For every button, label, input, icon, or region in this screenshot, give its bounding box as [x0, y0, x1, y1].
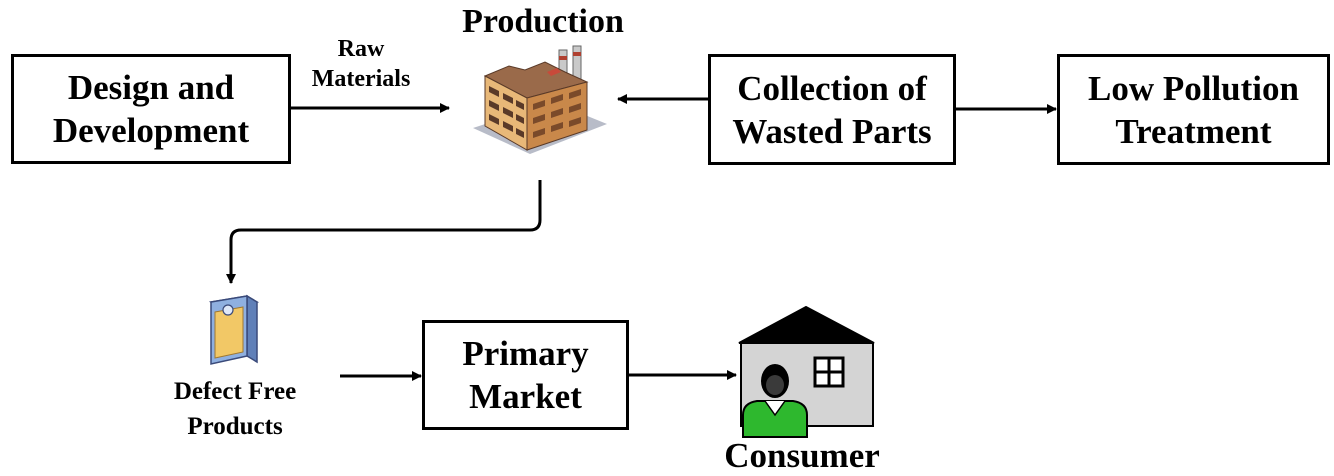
- low-pollution-treatment-box: Low Pollution Treatment: [1057, 54, 1330, 165]
- collection-wasted-parts-box: Collection of Wasted Parts: [708, 54, 956, 165]
- factory-icon: [473, 45, 607, 154]
- consumer-person-icon: [742, 364, 808, 438]
- design-line-1: Design and: [67, 68, 235, 107]
- production-label: Production: [462, 3, 624, 40]
- arrow-production-to-products: [226, 180, 542, 284]
- raw-materials-line-2: Materials: [311, 66, 411, 92]
- primary-market-box: Primary Market: [422, 320, 629, 430]
- design-line-2: Development: [52, 111, 250, 150]
- collection-line-2: Wasted Parts: [732, 111, 932, 151]
- market-line-1: Primary: [462, 334, 589, 373]
- treatment-line-2: Treatment: [1115, 111, 1272, 151]
- design-development-box: Design and Development: [11, 54, 291, 164]
- product-box-icon: [208, 294, 260, 365]
- defect-free-line-1: Defect Free: [173, 378, 297, 405]
- raw-materials-line-1: Raw: [337, 36, 385, 62]
- defect-free-line-2: Products: [187, 413, 283, 440]
- treatment-line-1: Low Pollution: [1087, 68, 1299, 108]
- consumer-label: Consumer: [724, 436, 880, 475]
- defect-free-products-label: Defect Free Products: [155, 374, 315, 444]
- collection-line-1: Collection of: [737, 68, 927, 108]
- raw-materials-label: Raw Materials: [296, 34, 426, 94]
- market-line-2: Market: [469, 377, 582, 416]
